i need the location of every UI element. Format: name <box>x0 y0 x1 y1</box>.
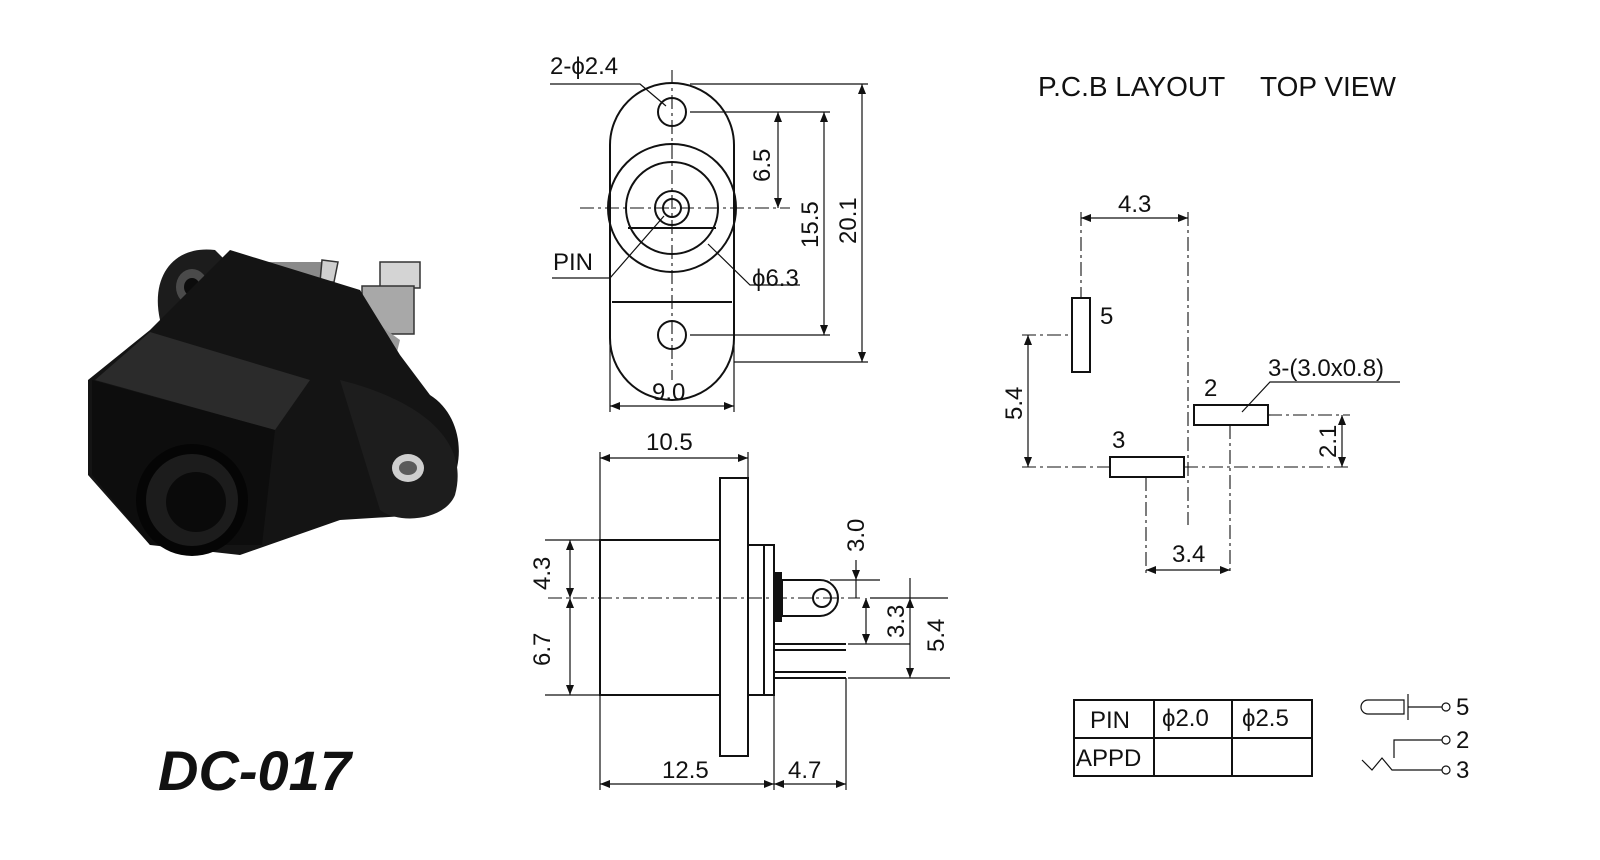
dim-4-7: 4.7 <box>788 757 821 784</box>
pad-3 <box>1109 456 1185 478</box>
table-header-pin: PIN <box>1090 707 1130 734</box>
dim-12-5: 12.5 <box>662 757 709 784</box>
dim-20-1: 20.1 <box>835 197 862 244</box>
dim-9-0: 9.0 <box>652 379 685 406</box>
table-row-appd: APPD <box>1076 745 1141 772</box>
barrel-body <box>599 539 721 696</box>
pcb-dim-5-4: 5.4 <box>1001 387 1028 420</box>
pad-5 <box>1071 297 1091 373</box>
dim-3-0: 3.0 <box>843 519 870 552</box>
pin-label: PIN <box>553 249 593 276</box>
front-view <box>550 70 868 412</box>
dim-3-3: 3.3 <box>883 605 910 638</box>
model-number: DC-017 <box>158 739 354 802</box>
pcb-dim-2-1: 2.1 <box>1315 425 1342 458</box>
top-view-title: TOP VIEW <box>1260 71 1396 102</box>
table-header-d25: ϕ2.5 <box>1242 705 1289 732</box>
table-header-d20: ϕ2.0 <box>1162 705 1209 732</box>
dim-5-4-side: 5.4 <box>923 619 950 652</box>
dim-10-5: 10.5 <box>646 429 693 456</box>
pcb-layout <box>1022 212 1400 575</box>
dim-6-5: 6.5 <box>749 149 776 182</box>
jack-schematic-symbol <box>1360 694 1451 775</box>
pcb-dim-4-3: 4.3 <box>1118 191 1151 218</box>
pad-3-label: 3 <box>1112 427 1125 454</box>
hole-callout: 2-ϕ2.4 <box>550 53 618 80</box>
dim-6-7: 6.7 <box>529 633 556 666</box>
pad-size-callout: 3-(3.0x0.8) <box>1268 355 1384 382</box>
pcb-layout-title: P.C.B LAYOUT <box>1038 71 1225 102</box>
dim-15-5: 15.5 <box>797 201 824 248</box>
product-photo <box>88 249 459 556</box>
mounting-flange <box>719 477 749 757</box>
dim-4-3: 4.3 <box>529 557 556 590</box>
side-view <box>545 452 950 790</box>
schematic-terminal-2: 2 <box>1456 727 1469 754</box>
pad-2 <box>1193 404 1269 426</box>
schematic-terminal-5: 5 <box>1456 694 1469 721</box>
pad-2-label: 2 <box>1204 375 1217 402</box>
pin-table <box>1073 699 1313 777</box>
schematic-terminal-3: 3 <box>1456 757 1469 784</box>
pcb-dim-3-4: 3.4 <box>1172 541 1205 568</box>
bore-diameter: ϕ6.3 <box>752 265 799 292</box>
pad-5-label: 5 <box>1100 303 1113 330</box>
